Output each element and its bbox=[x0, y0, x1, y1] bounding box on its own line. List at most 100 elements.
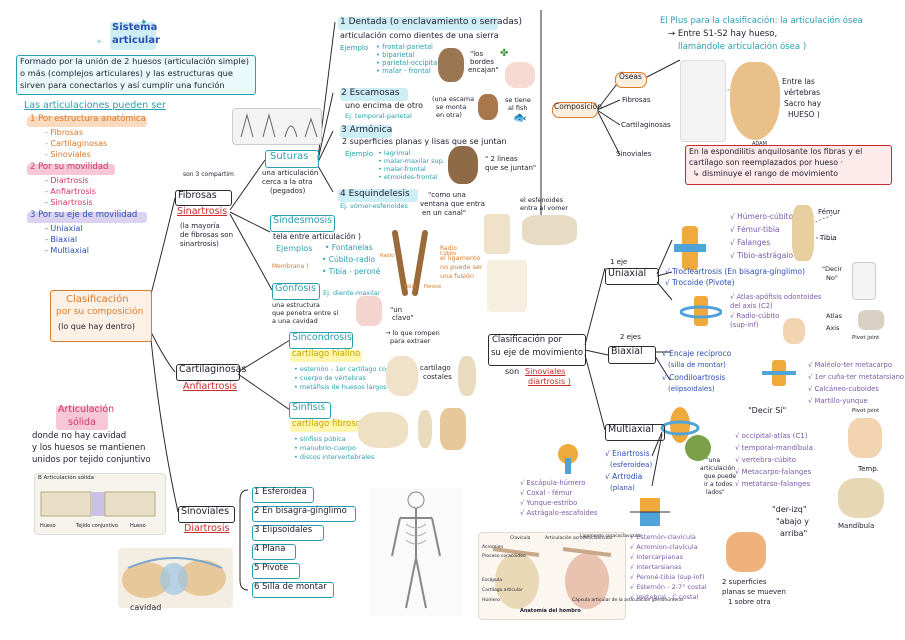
clavo-quote: clavo" bbox=[392, 314, 414, 322]
armonica-ej: Ejemplo bbox=[345, 150, 374, 158]
armonica-desc: 2 superficies planas y lisas que se junt… bbox=[342, 137, 507, 146]
fibrosas-note: son 3 compartim bbox=[183, 171, 234, 178]
fish-icon: 🐟 bbox=[513, 111, 527, 124]
sindesmosis-desc: tela entre articulación ) bbox=[273, 232, 361, 241]
group2-item: - Sinartrosis bbox=[45, 198, 93, 207]
ball-joint-image bbox=[548, 436, 588, 476]
multiaxial-left: (plana) bbox=[610, 484, 635, 492]
escamosa-highlight bbox=[340, 88, 408, 101]
composicion-label: Composición bbox=[554, 102, 603, 111]
solid-title: Articulación bbox=[58, 404, 115, 415]
sinfisis-sub: cartílago fibroso bbox=[292, 419, 361, 429]
suturas-box bbox=[265, 150, 319, 168]
sinfisis-title: Sínfisis bbox=[292, 402, 326, 413]
ligament-note: no puede ser bbox=[440, 263, 483, 271]
center-line3: (lo que hay dentro) bbox=[58, 322, 135, 331]
mandible-image bbox=[838, 478, 884, 518]
esfenoides-note: entra al vomer bbox=[520, 204, 569, 212]
page-title-line2: articular bbox=[112, 35, 161, 46]
sinfisis-box bbox=[289, 402, 331, 419]
multiaxial-example: √ Coxal - fémur bbox=[520, 489, 573, 497]
sinfisis-item: • manubrio-cuerpo bbox=[294, 444, 356, 452]
group1-item: - Sinoviales bbox=[45, 150, 91, 159]
sinovial-type: 1 Esferoidea bbox=[254, 487, 307, 497]
group2-item: - Anfiartrosis bbox=[45, 187, 96, 196]
plana-example: √ Esternón-clavícula bbox=[630, 533, 696, 541]
solid-fig-caption: B Articulación sólida bbox=[38, 475, 94, 481]
femur-label: Fémur bbox=[818, 208, 841, 216]
sincondrosis-box bbox=[289, 332, 353, 349]
sindesmosis-ej: Ejemplos bbox=[276, 244, 313, 253]
ball-note: "una bbox=[706, 457, 721, 464]
vomer-image bbox=[484, 214, 510, 254]
biaxial-example: √ Maléolo-ter metacarpo bbox=[808, 361, 892, 369]
sincondrosis-sub: cartílago hialino bbox=[292, 349, 361, 359]
sinovial-type-box bbox=[252, 487, 314, 503]
tooth-image bbox=[356, 296, 382, 326]
dentada-item: • frontal-parietal bbox=[376, 43, 433, 51]
bone-label: Cúbito bbox=[440, 251, 457, 257]
dentada-quote: "los bbox=[470, 50, 484, 58]
pelvic-note: → Entre S1-S2 hay hueso, bbox=[668, 29, 778, 39]
esquindelesis-highlight bbox=[338, 189, 418, 202]
biaxial-left: (silla de montar) bbox=[668, 361, 726, 369]
composicion-box bbox=[552, 102, 598, 118]
group3-title: 3 Por su eje de movilidad bbox=[30, 210, 138, 220]
condilo-example: √ temporal-mandíbula bbox=[735, 444, 813, 452]
sacro-note: HUESO ) bbox=[788, 110, 820, 119]
solid-joint-figure bbox=[34, 473, 166, 535]
mandible-label: Mandíbula bbox=[838, 522, 875, 530]
gonfosis-desc: una estructura bbox=[272, 301, 320, 309]
dentada-ej: Ejemplo bbox=[340, 44, 369, 52]
shoulder-label: Acromion bbox=[482, 545, 504, 550]
esquindelesis-quote: ventana que entra bbox=[420, 200, 485, 208]
sinovial-type-box bbox=[252, 544, 296, 560]
multiaxial-title: Multiaxial bbox=[608, 424, 654, 435]
dentada-desc: articulación como dientes de una sierra bbox=[340, 31, 499, 40]
sinoviales-title: Sinoviales bbox=[181, 506, 230, 517]
sparkle-icon-small: ✧ bbox=[96, 38, 102, 46]
esquindelesis-ej: Ej. vómer-esfenoides bbox=[340, 202, 408, 210]
sacro-note: vértebras bbox=[784, 88, 821, 97]
head-sketch bbox=[852, 262, 876, 300]
sinovial-type: 3 Elipsoidales bbox=[254, 525, 313, 535]
bone-label: Tibia bbox=[404, 284, 416, 290]
composicion-item: Cartilaginosas bbox=[621, 121, 671, 129]
armonica-title: 3 Armónica bbox=[341, 125, 393, 135]
gonfosis-desc: que penetra entre sí bbox=[272, 309, 339, 317]
fish-note: se tiene bbox=[505, 96, 531, 104]
gonfosis-desc: a una cavidad bbox=[272, 317, 318, 325]
pelvis-image bbox=[358, 412, 408, 448]
solid-title2: sólida bbox=[68, 417, 96, 428]
shoulder-label: Ligamento coracoclavicular bbox=[580, 534, 642, 539]
cartilaginosas-subtitle: Anfiartrosis bbox=[183, 381, 238, 392]
classify-heading: Las articulaciones pueden ser bbox=[24, 100, 166, 111]
forearm-bones-image bbox=[385, 228, 440, 298]
sindesmosis-title: Sindesmosis bbox=[273, 215, 333, 226]
skull-image bbox=[438, 48, 464, 82]
biaxial-left: (elipsoidales) bbox=[668, 385, 715, 393]
solid-fig-label: Hueso bbox=[40, 523, 56, 529]
intro-line2: o más (complejos articulares) y las estr… bbox=[20, 68, 234, 78]
synovial-joint-figure bbox=[118, 548, 233, 608]
axis-label: Axis bbox=[826, 324, 840, 332]
condilo-example: √ metatarso-falanges bbox=[735, 480, 811, 488]
escamosa-paren: (una escama bbox=[432, 95, 475, 103]
group3-item: - Uniaxial bbox=[45, 224, 83, 233]
ligament-note: Radio bbox=[440, 245, 457, 252]
esquindelesis-quote: en un canal" bbox=[422, 209, 467, 217]
atlas-label: Atlas bbox=[826, 312, 843, 320]
group1-title: 1 Por estructura anatómica bbox=[30, 114, 146, 124]
sindesmosis-item: • Cúbito-radio bbox=[322, 255, 376, 264]
uniaxial-example: √ Fémur-tibia bbox=[730, 225, 780, 234]
clavo-quote: "un bbox=[390, 306, 403, 314]
sindesmosis-item: • Tibia - peroné bbox=[322, 267, 381, 276]
leg-bones-image bbox=[487, 260, 527, 312]
extract-note: → lo que rompen bbox=[385, 329, 440, 337]
biaxial-box bbox=[608, 346, 656, 364]
solid-line3: unidos por tejido conjuntivo bbox=[32, 455, 151, 465]
dentada-title: 1 Dentada (o enclavamiento o serradas) bbox=[340, 17, 522, 27]
group2-highlight bbox=[27, 164, 115, 175]
plana-example: √ Peroné-tibia (sup-inf) bbox=[630, 573, 705, 581]
dentada-item: • malar - frontal bbox=[376, 67, 431, 75]
